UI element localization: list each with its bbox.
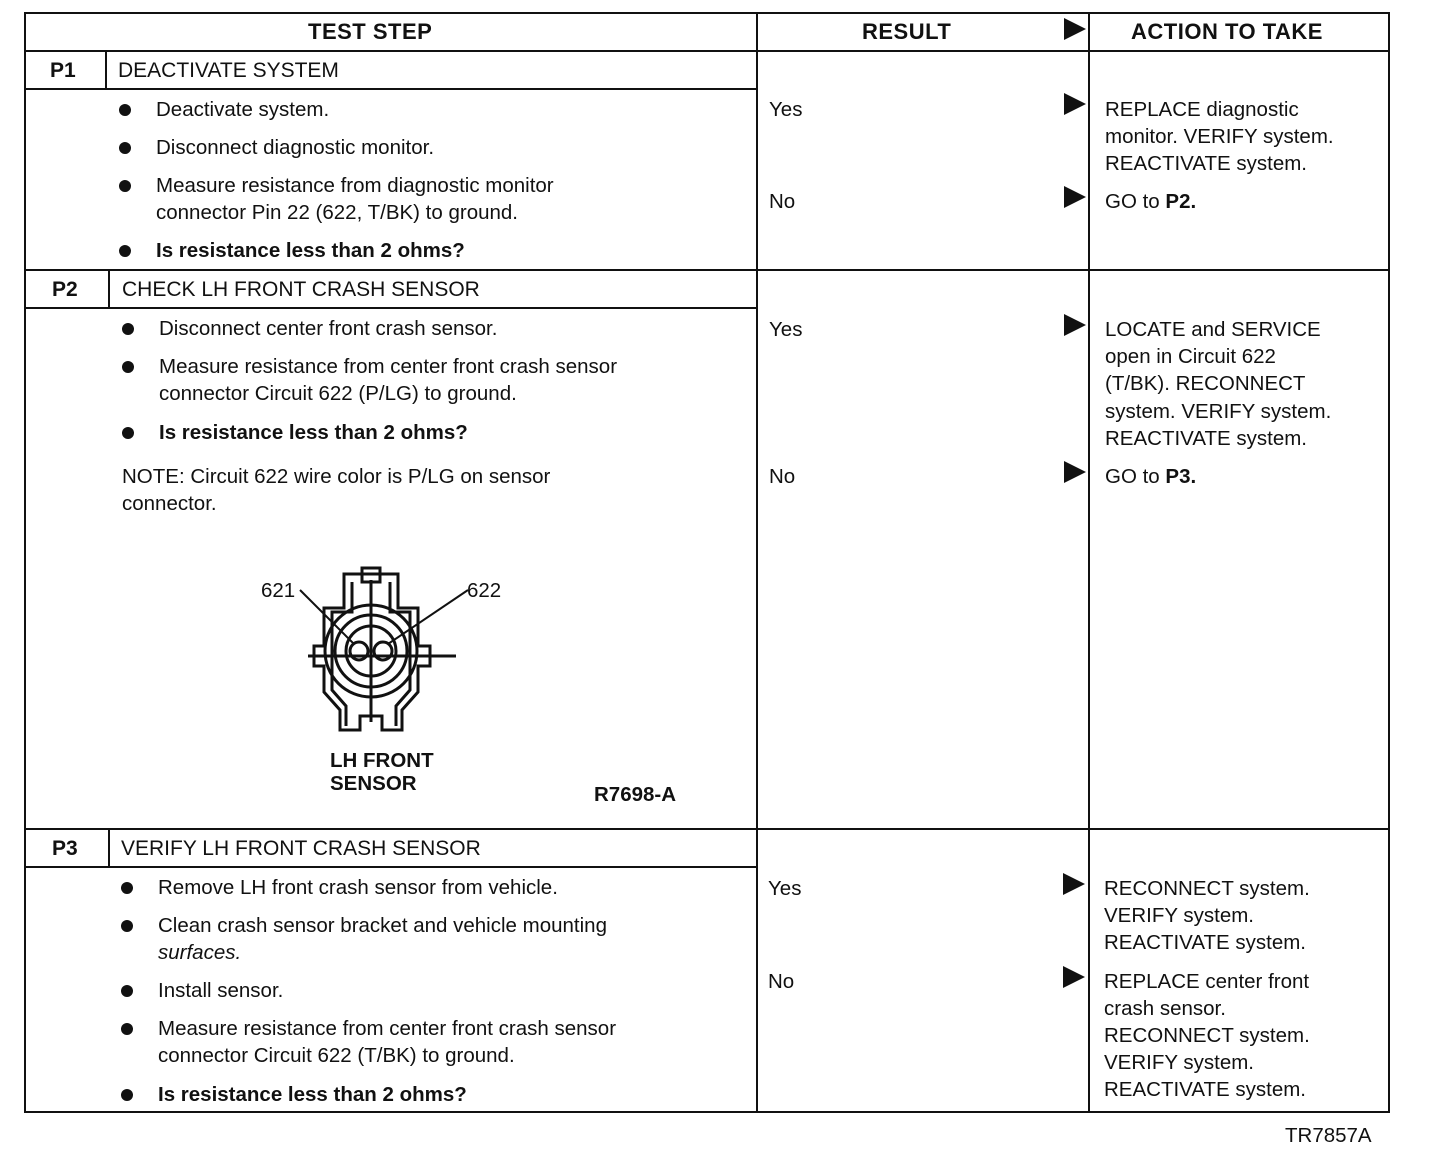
p2-step-id: P2 (52, 278, 78, 301)
p3-no-arrow-icon (1063, 966, 1085, 988)
p2-section-border (24, 269, 1390, 271)
p3-title-underline (24, 866, 756, 868)
p1-bullet-3-text-line2: connector Pin 22 (622, T/BK) to ground. (156, 201, 519, 224)
p2-note-line1: NOTE: Circuit 622 wire color is P/LG on … (122, 465, 551, 488)
p3-no-action-line4: VERIFY system. (1104, 1051, 1254, 1074)
result-column-divider (756, 12, 758, 1112)
p3-step-title: VERIFY LH FRONT CRASH SENSOR (121, 837, 481, 860)
p2-title-underline (24, 307, 756, 309)
p2-step-title: CHECK LH FRONT CRASH SENSOR (122, 278, 480, 301)
p2-bullet-2-text-line2: connector Circuit 622 (P/LG) to ground. (159, 382, 517, 405)
figure-reference: R7698-A (594, 783, 677, 806)
p2-yes-action-line2: open in Circuit 622 (1105, 345, 1276, 368)
p1-bullet-3 (119, 180, 131, 192)
header-arrow-icon (1064, 18, 1086, 40)
table-right-border (1388, 12, 1390, 1112)
p2-bullet-3 (122, 427, 134, 439)
sensor-caption-line2: SENSOR (330, 772, 417, 795)
p3-bullet-2-text-line2: surfaces. (158, 941, 242, 964)
p3-yes-action-line1: RECONNECT system. (1104, 877, 1310, 900)
p3-yes-action-line3: REACTIVATE system. (1104, 931, 1306, 954)
header-action: ACTION TO TAKE (1131, 19, 1323, 44)
p2-no-action: GO to P3. (1105, 465, 1197, 488)
p3-result-yes: Yes (768, 877, 802, 900)
table-left-border (24, 12, 26, 1112)
p3-bullet-4 (121, 1023, 133, 1035)
p1-bullet-2 (119, 142, 131, 154)
p3-no-action-line3: RECONNECT system. (1104, 1024, 1310, 1047)
p1-bullet-1-text: Deactivate system. (156, 98, 330, 121)
p1-yes-action-line1: REPLACE diagnostic (1105, 98, 1299, 121)
action-column-divider (1088, 12, 1090, 1112)
header-bottom-border (24, 50, 1390, 52)
connector-pin-621-label: 621 (261, 579, 296, 602)
p3-no-action-line1: REPLACE center front (1104, 970, 1310, 993)
p2-bullet-2 (122, 361, 134, 373)
p3-no-action-line5: REACTIVATE system. (1104, 1078, 1306, 1101)
p3-bullet-5 (121, 1089, 133, 1101)
p2-bullet-1 (122, 323, 134, 335)
p1-result-yes: Yes (769, 98, 803, 121)
p1-bullet-4 (119, 245, 131, 257)
p1-title-underline (24, 88, 756, 90)
p3-step-id: P3 (52, 837, 78, 860)
header-result: RESULT (862, 19, 952, 44)
p3-bullet-3-text: Install sensor. (158, 979, 284, 1002)
p1-yes-action-line2: monitor. VERIFY system. (1105, 125, 1334, 148)
p3-bullet-2 (121, 920, 133, 932)
p3-id-divider (108, 828, 110, 868)
sensor-caption-line1: LH FRONT (330, 749, 434, 772)
p2-yes-action-line5: REACTIVATE system. (1105, 427, 1307, 450)
p2-bullet-2-text-line1: Measure resistance from center front cra… (159, 355, 618, 378)
p3-bullet-1-text: Remove LH front crash sensor from vehicl… (158, 876, 558, 899)
p3-bullet-3 (121, 985, 133, 997)
p2-yes-action-line1: LOCATE and SERVICE (1105, 318, 1321, 341)
p2-id-divider (108, 269, 110, 309)
p1-yes-action-line3: REACTIVATE system. (1105, 152, 1307, 175)
document-figure-id: TR7857A (1285, 1124, 1372, 1147)
p1-step-id: P1 (50, 59, 76, 82)
p3-yes-action-line2: VERIFY system. (1104, 904, 1254, 927)
p3-bullet-5-text: Is resistance less than 2 ohms? (158, 1083, 467, 1106)
p1-result-no: No (769, 190, 796, 213)
p1-yes-arrow-icon (1064, 93, 1086, 115)
p2-yes-action-line3: (T/BK). RECONNECT (1105, 372, 1306, 395)
p2-bullet-1-text: Disconnect center front crash sensor. (159, 317, 498, 340)
p3-bullet-1 (121, 882, 133, 894)
table-top-border (24, 12, 1390, 14)
header-test-step: TEST STEP (308, 19, 433, 44)
p3-yes-arrow-icon (1063, 873, 1085, 895)
p1-no-arrow-icon (1064, 186, 1086, 208)
p2-yes-action-line4: system. VERIFY system. (1105, 400, 1332, 423)
p2-no-arrow-icon (1064, 461, 1086, 483)
p3-bullet-4-text-line1: Measure resistance from center front cra… (158, 1017, 617, 1040)
p1-bullet-4-text: Is resistance less than 2 ohms? (156, 239, 465, 262)
p1-id-divider (105, 50, 107, 90)
lh-front-sensor-connector-diagram (299, 566, 469, 732)
p2-yes-arrow-icon (1064, 314, 1086, 336)
table-bottom-border (24, 1111, 1390, 1113)
p1-step-title: DEACTIVATE SYSTEM (118, 59, 339, 82)
p2-result-no: No (769, 465, 796, 488)
p1-no-action: GO to P2. (1105, 190, 1197, 213)
p3-bullet-4-text-line2: connector Circuit 622 (T/BK) to ground. (158, 1044, 515, 1067)
p2-note-line2: connector. (122, 492, 217, 515)
p2-bullet-3-text: Is resistance less than 2 ohms? (159, 421, 468, 444)
p1-bullet-1 (119, 104, 131, 116)
p1-bullet-3-text-line1: Measure resistance from diagnostic monit… (156, 174, 554, 197)
p3-result-no: No (768, 970, 795, 993)
connector-pin-622-label: 622 (467, 579, 502, 602)
p2-result-yes: Yes (769, 318, 803, 341)
p3-section-border (24, 828, 1390, 830)
p1-bullet-2-text: Disconnect diagnostic monitor. (156, 136, 435, 159)
p3-no-action-line2: crash sensor. (1104, 997, 1226, 1020)
p3-bullet-2-text-line1: Clean crash sensor bracket and vehicle m… (158, 914, 607, 937)
